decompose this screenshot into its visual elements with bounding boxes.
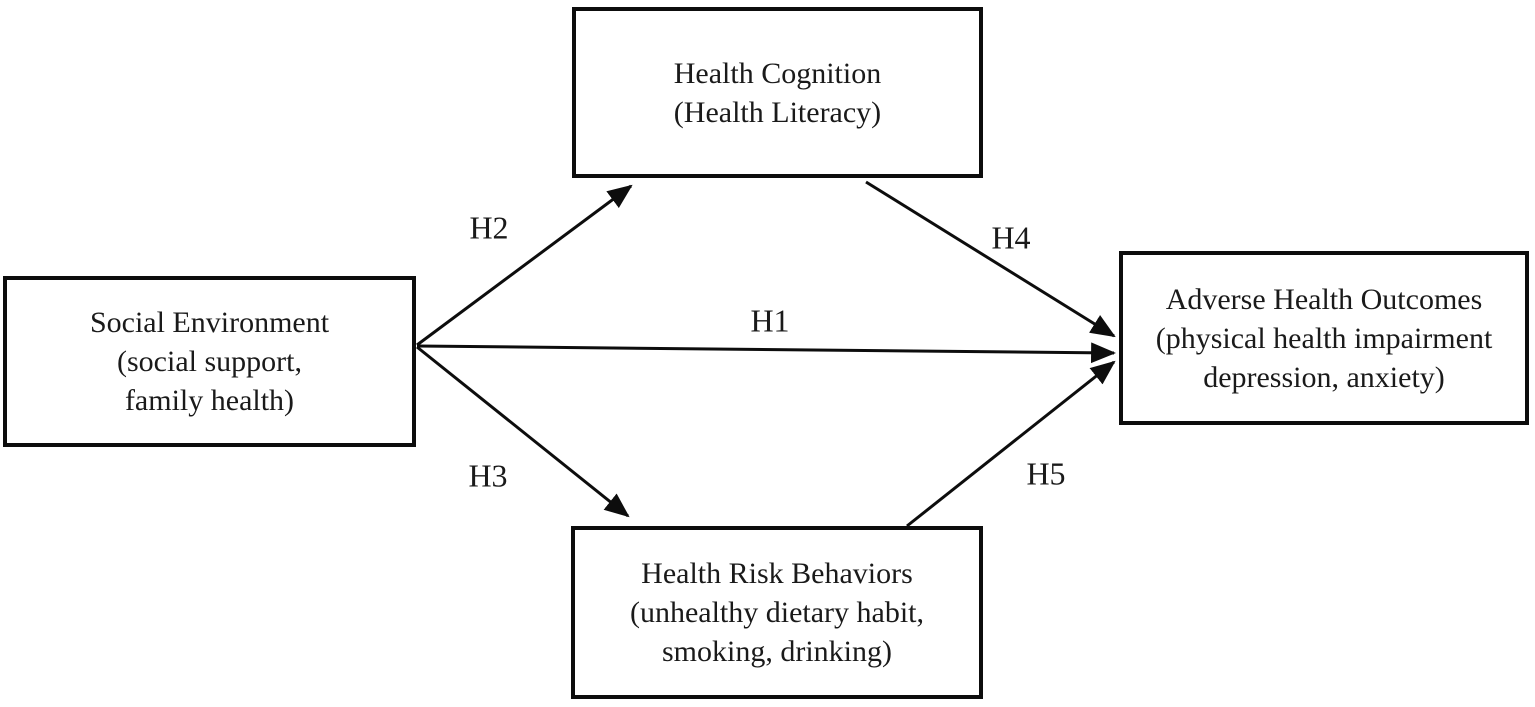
node-subtitle: (social support, — [117, 345, 302, 378]
node-subtitle: (physical health impairment — [1155, 321, 1493, 355]
node-subtitle: depression, anxiety) — [1203, 360, 1445, 394]
node-title: Health Risk Behaviors — [641, 557, 913, 590]
node-adverse-health-outcomes: Adverse Health Outcomes (physical health… — [1119, 251, 1529, 425]
edge-label-h4: H4 — [991, 219, 1031, 256]
node-subtitle: smoking, drinking) — [662, 635, 892, 668]
edge-label-h1: H1 — [750, 302, 790, 339]
edge-h2-arrow — [416, 184, 633, 347]
node-health-risk-behaviors: Health Risk Behaviors (unhealthy dietary… — [571, 526, 983, 699]
edge-h4-arrow — [865, 180, 1116, 338]
edge-h3-arrow — [416, 345, 630, 518]
edge-label-h5: H5 — [1026, 455, 1066, 492]
edge-label-h2: H2 — [469, 209, 509, 246]
edge-h5-arrow — [906, 360, 1116, 528]
edge-label-h3: H3 — [468, 457, 508, 494]
node-subtitle: (Health Literacy) — [673, 95, 882, 129]
node-title: Adverse Health Outcomes — [1165, 282, 1483, 316]
node-title: Social Environment — [89, 306, 330, 339]
node-title: Health Cognition — [673, 56, 882, 90]
edge-h1-arrow — [416, 342, 1117, 364]
node-subtitle: (unhealthy dietary habit, — [629, 596, 925, 629]
node-health-cognition: Health Cognition (Health Literacy) — [572, 7, 983, 178]
node-subtitle: family health) — [124, 384, 295, 417]
node-social-environment: Social Environment (social support, fami… — [3, 276, 416, 447]
